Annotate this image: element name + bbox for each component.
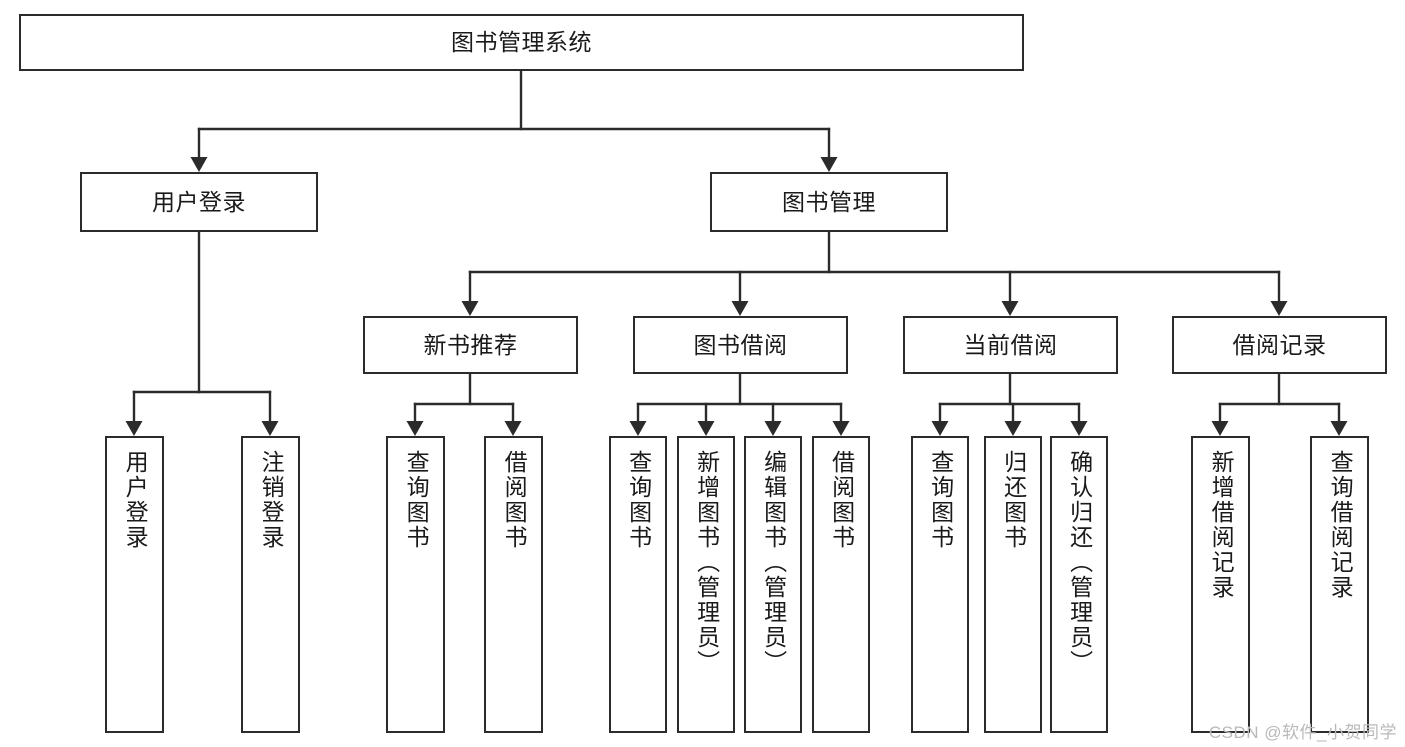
- csdn-watermark: CSDN @软件_小贺同学: [1208, 723, 1397, 742]
- node-leaf-borrow-book-2[interactable]: 借阅图书: [812, 436, 870, 733]
- node-leaf-query-borrow-record[interactable]: 查询借阅记录: [1310, 436, 1369, 733]
- node-leaf-add-book-admin[interactable]: 新增图书（管理员）: [677, 436, 735, 733]
- node-leaf-query-book-2[interactable]: 查询图书: [609, 436, 667, 733]
- node-leaf-query-book-1-label: 查询图书: [403, 450, 430, 550]
- node-book-management-label: 图书管理: [782, 188, 876, 215]
- node-leaf-query-book-2-label: 查询图书: [625, 450, 652, 550]
- node-borrow-record[interactable]: 借阅记录: [1172, 316, 1387, 374]
- node-leaf-query-book-3-label: 查询图书: [927, 450, 954, 550]
- node-new-book-recommend[interactable]: 新书推荐: [363, 316, 578, 374]
- node-leaf-user-login-label: 用户登录: [122, 450, 149, 550]
- node-leaf-confirm-return-admin[interactable]: 确认归还（管理员）: [1050, 436, 1108, 733]
- node-leaf-edit-book-admin[interactable]: 编辑图书（管理员）: [744, 436, 802, 733]
- node-book-borrow[interactable]: 图书借阅: [633, 316, 848, 374]
- node-user-login-label: 用户登录: [152, 188, 246, 215]
- node-leaf-add-borrow-record[interactable]: 新增借阅记录: [1191, 436, 1250, 733]
- node-leaf-borrow-book-1-label: 借阅图书: [501, 450, 528, 550]
- node-leaf-query-book-3[interactable]: 查询图书: [911, 436, 969, 733]
- node-leaf-add-book-admin-label: 新增图书（管理员）: [693, 450, 720, 675]
- node-title[interactable]: 图书管理系统: [19, 14, 1024, 71]
- node-title-label: 图书管理系统: [451, 29, 592, 56]
- node-leaf-return-book-label: 归还图书: [1000, 450, 1027, 550]
- node-leaf-add-borrow-record-label: 新增借阅记录: [1208, 450, 1235, 600]
- node-leaf-logout-label: 注销登录: [258, 450, 285, 550]
- node-leaf-query-borrow-record-label: 查询借阅记录: [1327, 450, 1354, 600]
- node-leaf-user-login[interactable]: 用户登录: [105, 436, 164, 733]
- node-leaf-query-book-1[interactable]: 查询图书: [386, 436, 445, 733]
- node-user-login[interactable]: 用户登录: [80, 172, 318, 232]
- node-leaf-borrow-book-1[interactable]: 借阅图书: [484, 436, 543, 733]
- node-leaf-return-book[interactable]: 归还图书: [984, 436, 1042, 733]
- node-new-book-recommend-label: 新书推荐: [423, 331, 518, 358]
- node-leaf-confirm-return-admin-label: 确认归还（管理员）: [1066, 450, 1093, 675]
- node-leaf-logout[interactable]: 注销登录: [241, 436, 300, 733]
- node-current-borrow[interactable]: 当前借阅: [903, 316, 1118, 374]
- node-borrow-record-label: 借阅记录: [1232, 331, 1327, 358]
- node-book-borrow-label: 图书借阅: [693, 331, 788, 358]
- node-leaf-borrow-book-2-label: 借阅图书: [828, 450, 855, 550]
- node-book-management[interactable]: 图书管理: [710, 172, 948, 232]
- node-leaf-edit-book-admin-label: 编辑图书（管理员）: [760, 450, 787, 675]
- node-current-borrow-label: 当前借阅: [963, 331, 1058, 358]
